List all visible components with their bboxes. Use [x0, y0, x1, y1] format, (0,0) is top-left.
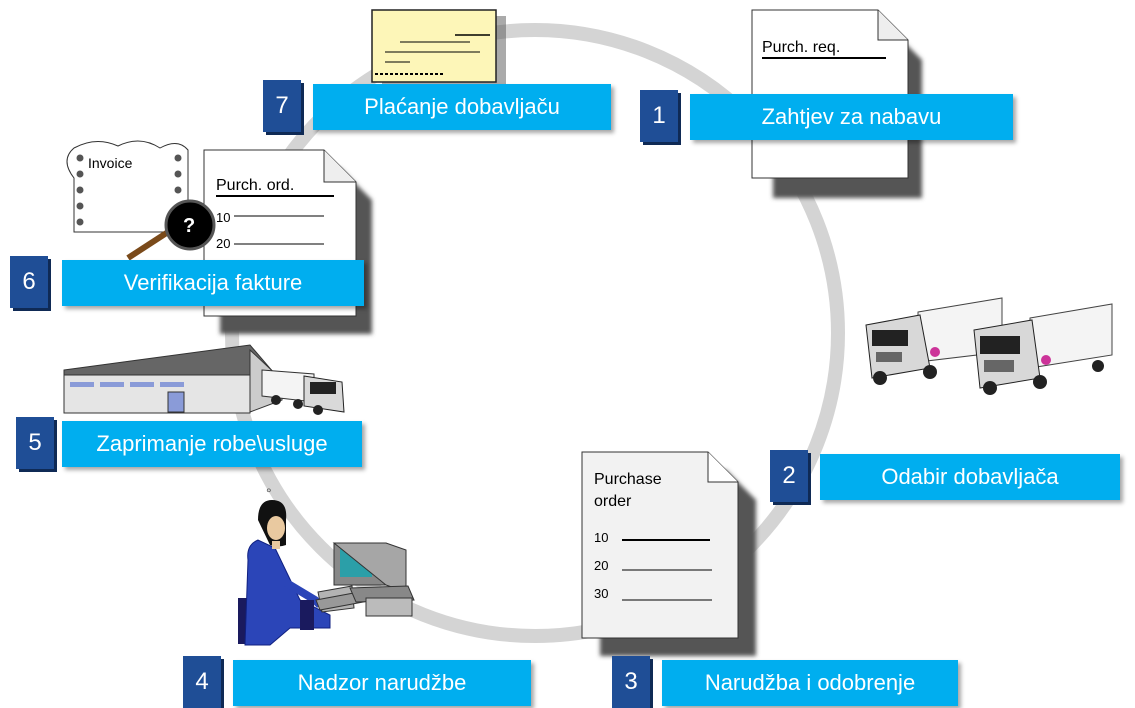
purchase-order-title-line2: order [594, 493, 632, 510]
step-6-number: 6 [10, 256, 48, 308]
person-at-computer-image: ° , [238, 485, 415, 646]
invoice-document: Invoice [66, 140, 189, 233]
step-7-number: 7 [263, 80, 301, 132]
trucks-image [865, 297, 1113, 395]
step-3: 3 Narudžba i odobrenje [612, 656, 960, 708]
step-6: 6 Verifikacija fakture [10, 256, 366, 308]
step-1: 1 Zahtjev za nabavu [640, 90, 1015, 142]
step-3-number: 3 [612, 656, 650, 708]
step-4-label: Nadzor narudžbe [233, 660, 531, 706]
truck-icon [261, 369, 345, 415]
step-4-number: 4 [183, 656, 221, 708]
warehouse-image [63, 344, 345, 415]
purchase-order-document: Purchase order 10 20 30 [581, 451, 748, 648]
purch-req-label: Purch. req. [762, 39, 840, 56]
step-7-label: Plaćanje dobavljaču [313, 84, 611, 130]
purchase-order-item: 20 [594, 558, 608, 573]
step-3-label: Narudžba i odobrenje [662, 660, 958, 706]
purch-ord-item: 20 [216, 236, 230, 251]
step-2: 2 Odabir dobavljača [770, 450, 1122, 502]
step-1-number: 1 [640, 90, 678, 142]
purch-ord-title: Purch. ord. [216, 177, 294, 194]
magnifier-symbol: ? [183, 215, 195, 237]
step-5-number: 5 [16, 417, 54, 469]
step-1-label: Zahtjev za nabavu [690, 94, 1013, 140]
cycle-ring [225, 23, 845, 643]
step-2-label: Odabir dobavljača [820, 454, 1120, 500]
step-5-label: Zaprimanje robe\usluge [62, 421, 362, 467]
truck-icon [973, 303, 1113, 395]
purchase-order-item: 30 [594, 586, 608, 601]
step-4: 4 Nadzor narudžbe [183, 656, 533, 708]
invoice-label: Invoice [88, 155, 133, 171]
magnifying-glass-icon: ? [126, 199, 216, 261]
purchase-order-item: 10 [594, 530, 608, 545]
step-7: 7 Plaćanje dobavljaču [263, 80, 613, 132]
check-image [371, 9, 506, 90]
step-6-label: Verifikacija fakture [62, 260, 364, 306]
svg-text:°: ° [266, 485, 272, 501]
step-2-number: 2 [770, 450, 808, 502]
step-5: 5 Zaprimanje robe\usluge [16, 417, 364, 469]
purchase-order-title-line1: Purchase [594, 471, 662, 488]
purch-ord-item: 10 [216, 210, 230, 225]
